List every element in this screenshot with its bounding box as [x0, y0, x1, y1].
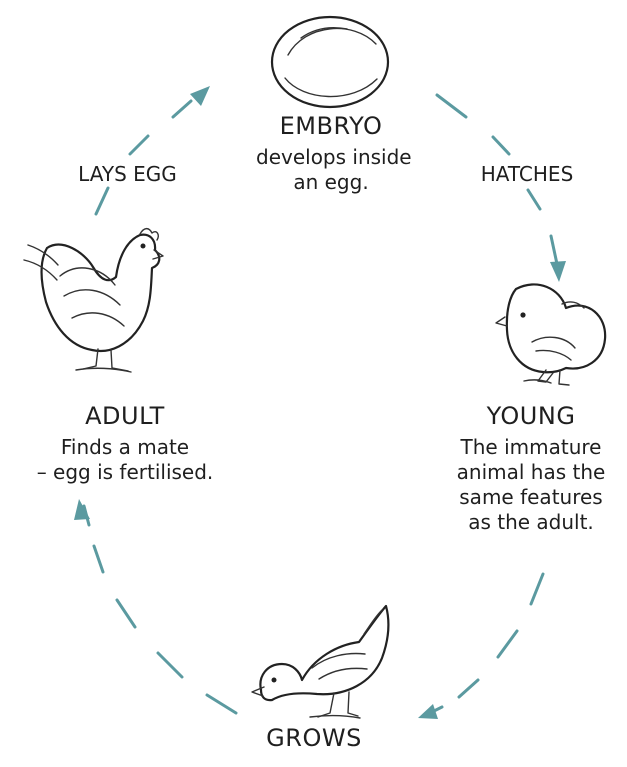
young-title: YOUNG — [446, 402, 616, 431]
young-description-line-2: animal has the — [446, 460, 616, 485]
embryo-title: EMBRYO — [256, 112, 406, 141]
young-description-line-3: same features — [446, 485, 616, 510]
adult-description-line-2: – egg is fertilised. — [20, 460, 230, 485]
grows-label: GROWS — [254, 724, 374, 757]
young-label: YOUNG The immature animal has the same f… — [446, 402, 616, 535]
adult-label: ADULT Finds a mate – egg is fertilised. — [20, 402, 230, 485]
lays-egg-label: LAYS EGG — [64, 162, 191, 186]
young-hen-icon — [252, 606, 388, 718]
arrow-young-to-grows — [418, 574, 543, 719]
young-description-line-4: as the adult. — [446, 510, 616, 535]
adult-hen-icon — [24, 229, 163, 372]
arrow-grows-to-adult — [74, 499, 236, 713]
hatches-label: HATCHES — [463, 162, 591, 186]
embryo-description-line-1: develops inside — [256, 145, 406, 170]
chick-icon — [496, 284, 605, 385]
grows-title: GROWS — [254, 724, 374, 753]
adult-title: ADULT — [20, 402, 230, 431]
embryo-description-line-2: an egg. — [256, 170, 406, 195]
arrow-embryo-to-young — [437, 95, 566, 282]
embryo-label: EMBRYO develops inside an egg. — [256, 112, 406, 195]
adult-description-line-1: Finds a mate — [20, 435, 230, 460]
egg-icon — [272, 17, 388, 107]
young-description-line-1: The immature — [446, 435, 616, 460]
arrow-adult-to-embryo — [96, 86, 210, 214]
